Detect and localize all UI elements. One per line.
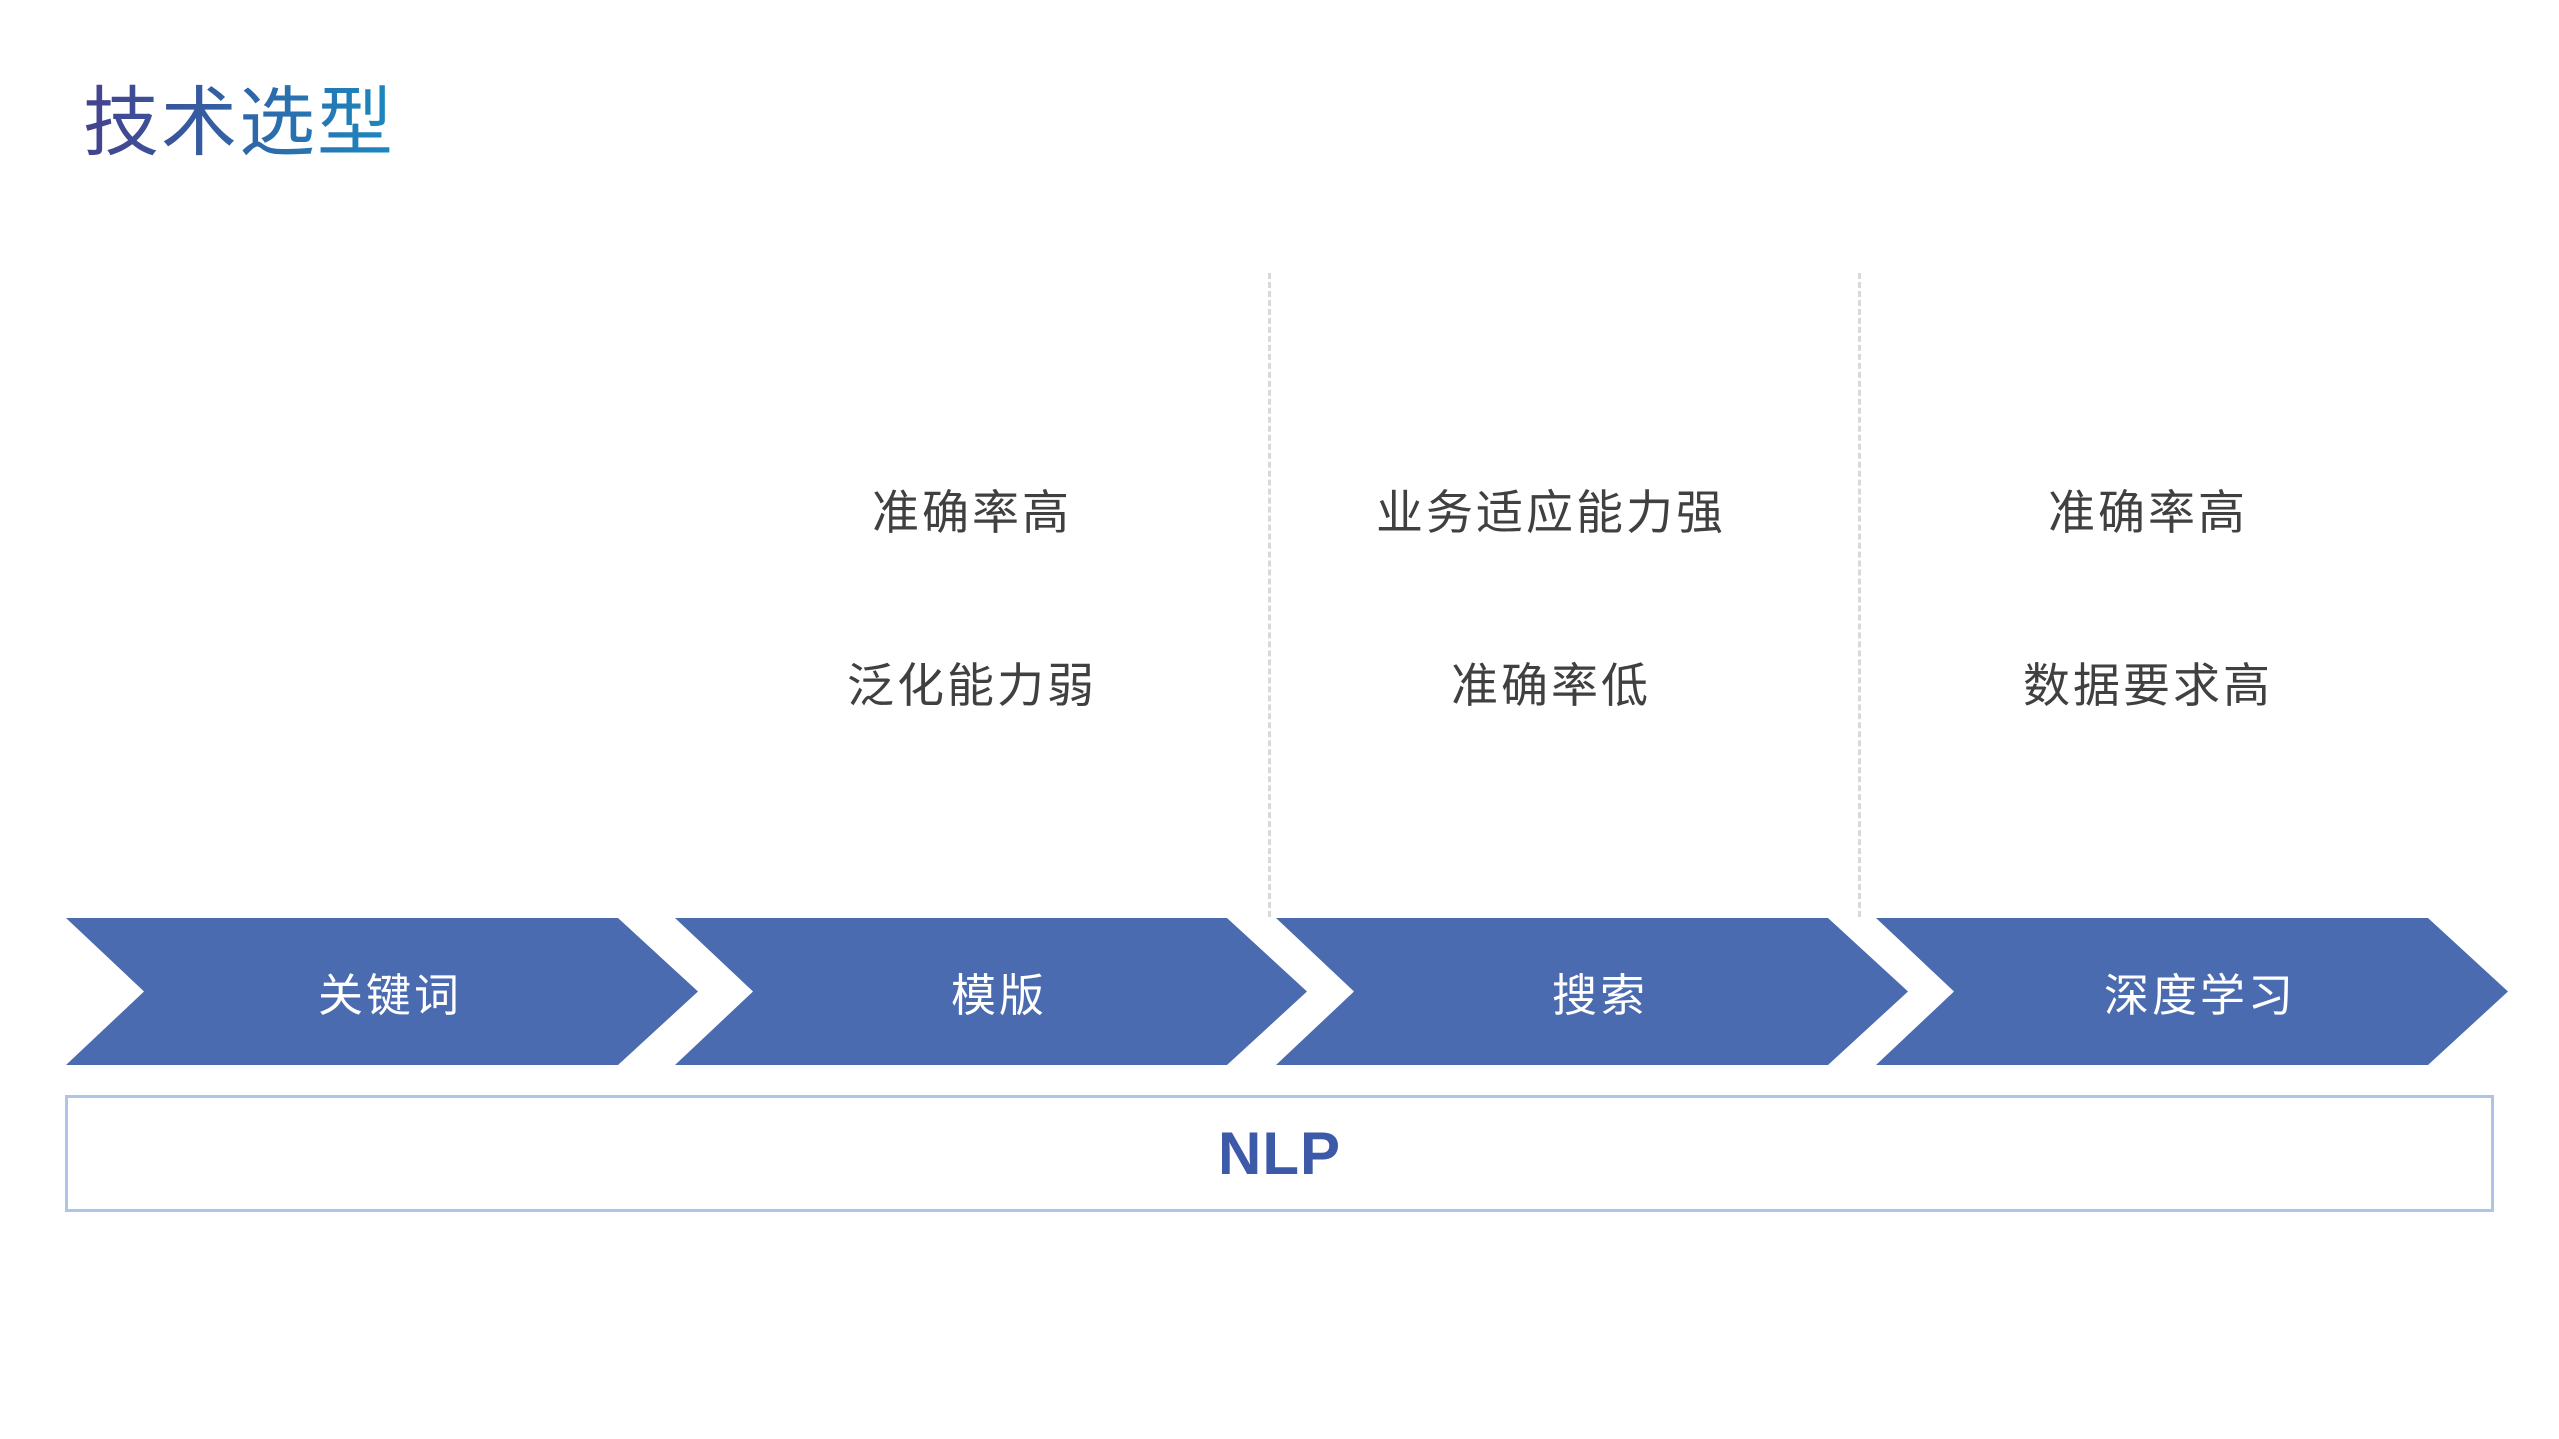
dashed-divider-1 [1268,273,1271,917]
flow-step-template-label: 模版 [950,970,1047,1021]
note-deep-learning-pro: 准确率高 [2048,486,2248,539]
note-template-con: 泛化能力弱 [847,659,1097,712]
flow-step-keywords-label: 关键词 [317,970,462,1021]
nlp-base-box: NLP [65,1095,2494,1212]
note-deep-learning-con: 数据要求高 [2023,659,2273,712]
flow-step-template: 模版 [675,918,1307,1065]
nlp-base-label: NLP [1218,1120,1341,1187]
flow-step-search-label: 搜索 [1551,970,1648,1021]
flow-step-keywords: 关键词 [66,918,698,1065]
flow-step-deep-learning-label: 深度学习 [2103,970,2296,1021]
page-title: 技术选型 [83,81,395,166]
note-template-pro: 准确率高 [872,486,1072,539]
note-search-con: 准确率低 [1451,659,1651,712]
flow-step-search: 搜索 [1276,918,1908,1065]
note-search-pro: 业务适应能力强 [1376,486,1726,539]
flow-step-deep-learning: 深度学习 [1876,918,2508,1065]
dashed-divider-2 [1858,273,1861,917]
